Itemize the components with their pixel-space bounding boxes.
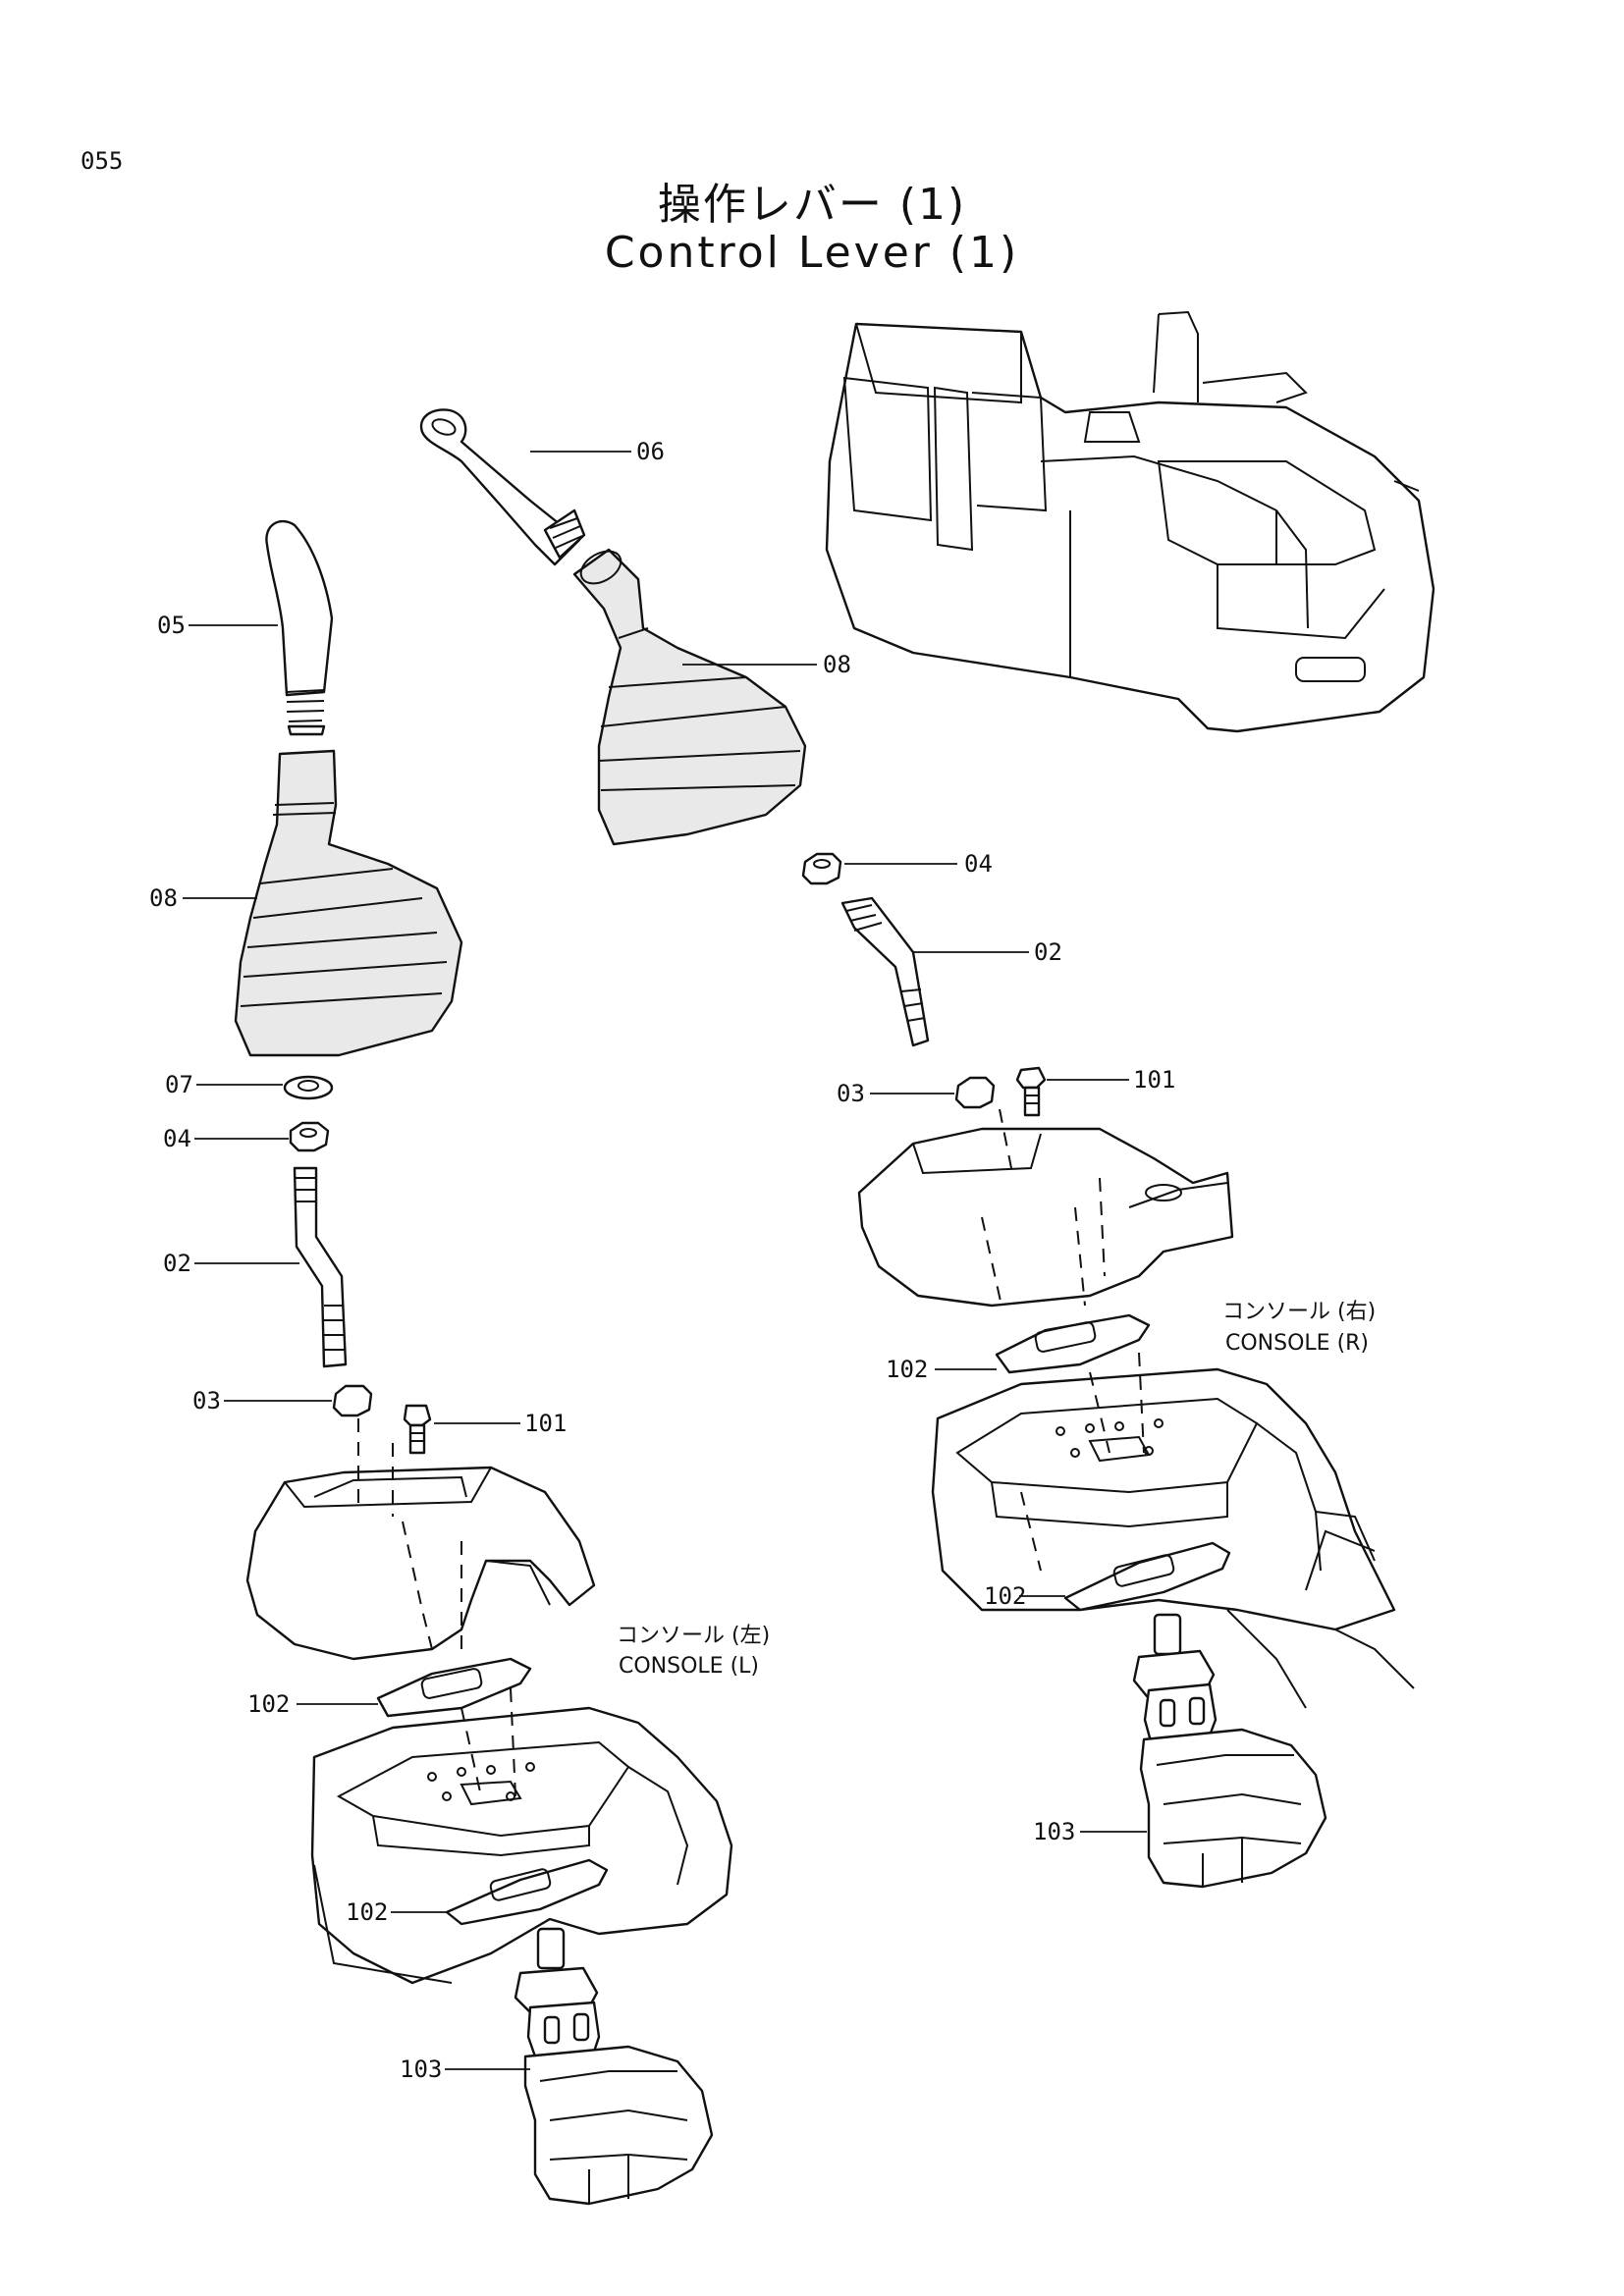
gasket-right-lower bbox=[1063, 1541, 1231, 1612]
console-left-label-jp: コンソール (左) bbox=[617, 1624, 770, 1648]
callout-bolt-left: 101 bbox=[524, 1410, 567, 1437]
callout-washer-left: 07 bbox=[165, 1071, 193, 1098]
console-cover-left bbox=[245, 1418, 596, 1661]
callout-valve-left: 103 bbox=[400, 2056, 442, 2083]
gasket-right-upper bbox=[995, 1313, 1151, 1374]
washer-left bbox=[283, 1075, 334, 1100]
callout-bolt-right: 101 bbox=[1133, 1066, 1175, 1094]
callout-boot-left: 08 bbox=[149, 884, 178, 912]
callout-locknut-left: 03 bbox=[192, 1387, 221, 1415]
boot-right bbox=[572, 548, 807, 846]
pilot-valve-left bbox=[514, 1927, 714, 2206]
callout-gasket-left-upper: 102 bbox=[247, 1690, 290, 1718]
callout-nut-right: 04 bbox=[964, 850, 993, 878]
callout-valve-right: 103 bbox=[1033, 1818, 1075, 1845]
callout-gasket-right-upper: 102 bbox=[886, 1356, 928, 1383]
callout-gasket-left-lower: 102 bbox=[346, 1898, 388, 1926]
page-number: 055 bbox=[81, 147, 124, 175]
nut-right bbox=[801, 852, 842, 885]
nut-left bbox=[289, 1121, 330, 1152]
callout-nut-left: 04 bbox=[163, 1125, 191, 1152]
gasket-left-upper bbox=[376, 1657, 532, 1718]
grip-right bbox=[419, 408, 586, 566]
console-base-right bbox=[931, 1352, 1415, 1709]
excavator-overview-illustration bbox=[825, 310, 1435, 733]
lever-left bbox=[293, 1166, 348, 1368]
callout-grip-left: 05 bbox=[157, 612, 186, 639]
bolt-right bbox=[1015, 1066, 1047, 1117]
callout-boot-right: 08 bbox=[823, 651, 851, 678]
console-base-left bbox=[310, 1687, 733, 1985]
console-right-label-jp: コンソール (右) bbox=[1222, 1300, 1376, 1324]
title-japanese: 操作レバー (1) bbox=[657, 180, 967, 230]
callout-locknut-right: 03 bbox=[837, 1080, 865, 1107]
console-cover-right bbox=[857, 1108, 1234, 1308]
callout-lever-left: 02 bbox=[163, 1250, 191, 1277]
locknut-right bbox=[954, 1076, 996, 1109]
grip-left bbox=[265, 519, 334, 736]
callout-gasket-right-lower: 102 bbox=[984, 1582, 1026, 1610]
boot-left bbox=[234, 749, 463, 1057]
console-right-label-en: CONSOLE (R) bbox=[1225, 1331, 1369, 1356]
gasket-left-lower bbox=[445, 1858, 609, 1926]
callout-grip-right: 06 bbox=[636, 438, 665, 465]
locknut-left bbox=[332, 1384, 373, 1417]
callout-lever-right: 02 bbox=[1034, 938, 1062, 966]
title-english: Control Lever (1) bbox=[604, 228, 1020, 278]
pilot-valve-right bbox=[1132, 1613, 1327, 1889]
lever-right bbox=[840, 896, 930, 1047]
console-left-label-en: CONSOLE (L) bbox=[619, 1654, 759, 1679]
bolt-left bbox=[403, 1404, 432, 1455]
